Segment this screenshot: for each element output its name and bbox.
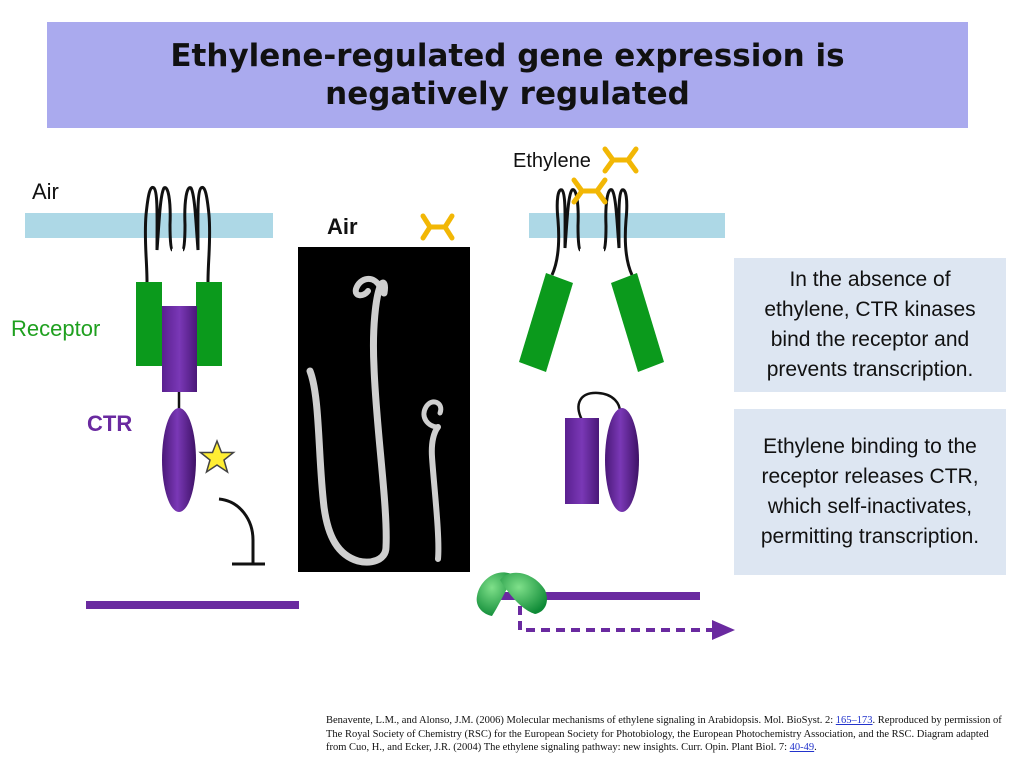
membrane-left [25,213,273,238]
ctr-kinase-released [565,418,599,504]
inhibition-arrow [218,497,255,564]
citation-part3: . [814,742,817,753]
receptor-transmembrane-left [143,185,212,283]
ctr-kinase-active [162,408,196,512]
ethylene-label: Ethylene [513,150,591,172]
note-ethylene-binding: Ethylene binding to the receptor release… [734,409,1006,575]
receptor-left-b [196,282,222,366]
ctr-kinase-bound [162,306,197,392]
receptor-transmembrane-right [550,188,634,276]
transcription-arrow-icon [712,620,735,640]
ethylene-free-icon [602,146,639,174]
transcription-start-line [518,606,712,632]
phosphorylation-star-icon [198,438,236,474]
note-absence-of-ethylene: In the absence of ethylene, CTR kinases … [734,258,1006,392]
dna-left [86,601,299,609]
ctr-linker-right [577,391,622,421]
rna-polymerase-icon [476,572,547,616]
air-label-left: Air [32,179,59,204]
seedling-photo [298,247,470,572]
citation: Benavente, L.M., and Alonso, J.M. (2006)… [326,714,1002,755]
ethylene-icon [420,213,455,241]
receptor-right-b [611,273,664,372]
air-label-center: Air [327,214,358,239]
ctr-label: CTR [87,411,133,436]
citation-link-1[interactable]: 165–173 [835,715,873,726]
seedling-image [306,276,444,566]
slide-title: Ethylene-regulated gene expression is ne… [170,38,845,112]
citation-part2: . Reproduced by permission of The Royal … [326,715,1002,753]
ethylene-bound-icon [571,177,608,205]
receptor-label: Receptor [11,316,101,341]
citation-part1: Benavente, L.M., and Alonso, J.M. (2006)… [326,715,836,726]
title-banner: Ethylene-regulated gene expression is ne… [47,22,968,128]
dna-right [487,592,700,600]
receptor-left-a [136,282,162,366]
ctr-kinase-inactive [605,408,639,512]
note-absence-text: In the absence of ethylene, CTR kinases … [764,268,976,381]
citation-link-2[interactable]: 40-49 [789,742,815,753]
note-binding-text: Ethylene binding to the receptor release… [760,435,980,548]
receptor-right-a [519,273,573,372]
